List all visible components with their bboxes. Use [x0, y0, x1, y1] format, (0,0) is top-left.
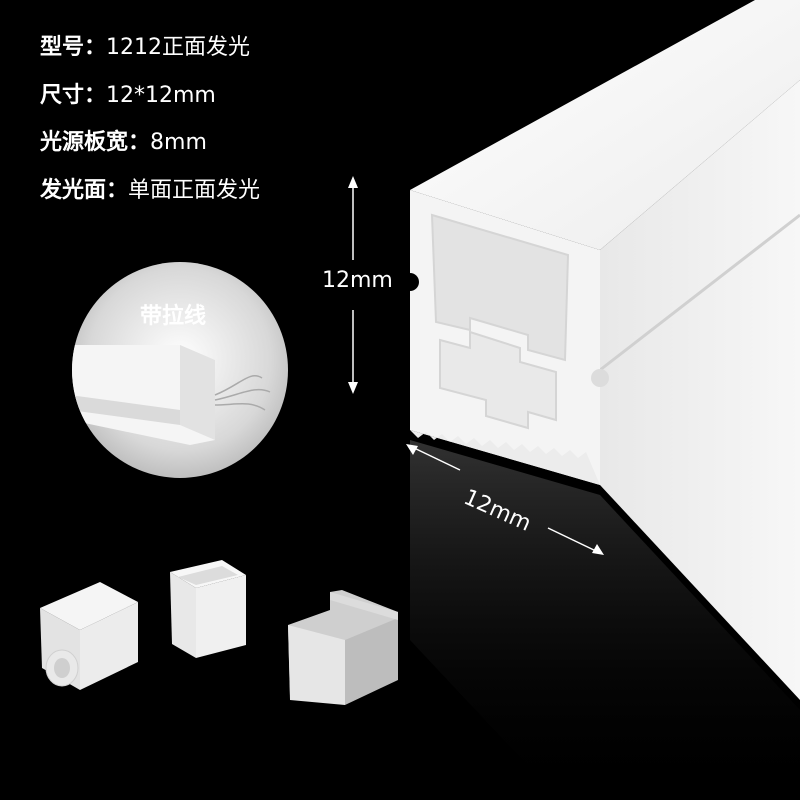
spec-model-key: 型号： — [40, 35, 107, 60]
spec-board-width-value: 8mm — [150, 130, 207, 155]
spec-size-key: 尺寸： — [40, 83, 107, 108]
end-cap-with-cable-hole — [40, 582, 138, 690]
spec-size: 尺寸：12*12mm — [40, 84, 260, 108]
spec-emitting-face-value: 单面正面发光 — [128, 178, 261, 203]
inset-label: 带拉线 — [140, 304, 207, 329]
spec-model: 型号：1212正面发光 — [40, 36, 260, 60]
spec-board-width-key: 光源板宽： — [40, 130, 151, 155]
spec-list: 型号：1212正面发光 尺寸：12*12mm 光源板宽：8mm 发光面：单面正面… — [40, 36, 260, 227]
height-dimension-arrow — [348, 176, 358, 394]
spec-emitting-face-key: 发光面： — [40, 178, 129, 203]
profile-reflection — [410, 440, 800, 800]
end-cap-plain — [170, 560, 246, 658]
neon-profile — [401, 0, 800, 700]
spec-model-value: 1212正面发光 — [106, 35, 251, 60]
spec-size-value: 12*12mm — [106, 83, 216, 108]
inset-circle — [72, 262, 288, 478]
profile-cavity — [430, 213, 570, 362]
height-dimension-label: 12mm — [322, 268, 393, 293]
mounting-clip — [288, 590, 398, 705]
spec-board-width: 光源板宽：8mm — [40, 131, 260, 155]
width-dimension-arrow — [406, 444, 604, 555]
spec-emitting-face: 发光面：单面正面发光 — [40, 179, 260, 203]
